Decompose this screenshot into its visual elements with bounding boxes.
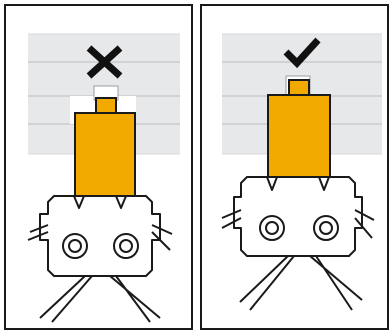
connector-plug — [267, 79, 331, 178]
connector-housing — [39, 195, 161, 277]
cables — [27, 224, 173, 323]
cables — [221, 209, 375, 311]
panel-incorrect — [4, 4, 193, 330]
panel-correct — [200, 4, 389, 330]
connector-housing — [233, 176, 363, 257]
connector-plug — [74, 97, 136, 197]
cross-icon — [86, 45, 123, 79]
checkmark-icon — [283, 37, 321, 69]
